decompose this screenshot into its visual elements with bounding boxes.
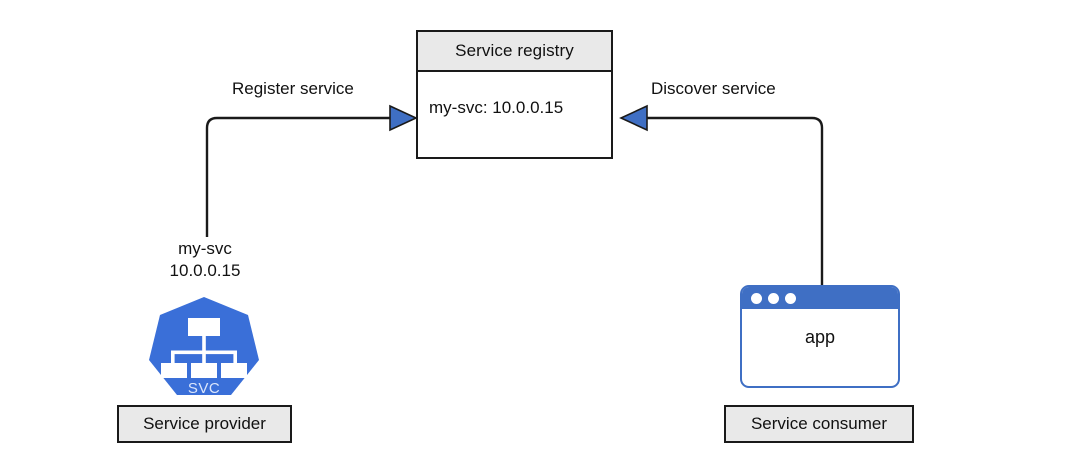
app-window-label: app <box>804 327 836 347</box>
edge-label-discover-service: Discover service <box>651 79 776 98</box>
connector-discover-service <box>645 116 824 285</box>
arrowhead-register-service-icon <box>389 104 418 132</box>
tree-trunk-icon <box>202 336 206 354</box>
tree-leaf-left-icon <box>161 363 187 378</box>
tree-leaf-middle-icon <box>191 363 217 378</box>
window-dot-2-icon <box>768 292 779 304</box>
tree-branch-middle-icon <box>202 354 206 364</box>
connector-register-service <box>205 116 392 237</box>
service-ip-label: 10.0.0.15 <box>169 261 241 280</box>
service-name-label: my-svc <box>178 239 232 258</box>
tree-leaf-right-icon <box>221 363 247 378</box>
kubernetes-service-icon: SVC <box>149 297 259 397</box>
service-registry-body: my-svc: 10.0.0.15 <box>418 72 611 157</box>
svc-icon-label: SVC <box>188 380 220 397</box>
app-browser-window: app <box>740 285 900 388</box>
app-window-titlebar <box>742 287 898 309</box>
window-dot-3-icon <box>785 292 796 304</box>
tree-crossbar-icon <box>171 350 237 355</box>
tree-root-node-icon <box>188 318 220 336</box>
window-dot-1-icon <box>751 292 762 304</box>
service-registry-box: Service registry my-svc: 10.0.0.15 <box>416 30 613 159</box>
tree-branch-left-icon <box>171 354 175 364</box>
service-consumer-caption: Service consumer <box>724 405 914 443</box>
arrowhead-discover-service-icon <box>619 104 648 132</box>
tree-branch-right-icon <box>233 354 237 364</box>
edge-label-register-service: Register service <box>232 79 354 98</box>
service-endpoint-labels: my-svc 10.0.0.15 <box>148 238 262 282</box>
service-registry-entry: my-svc: 10.0.0.15 <box>429 97 564 117</box>
service-registry-title: Service registry <box>418 32 611 72</box>
service-provider-caption: Service provider <box>117 405 292 443</box>
